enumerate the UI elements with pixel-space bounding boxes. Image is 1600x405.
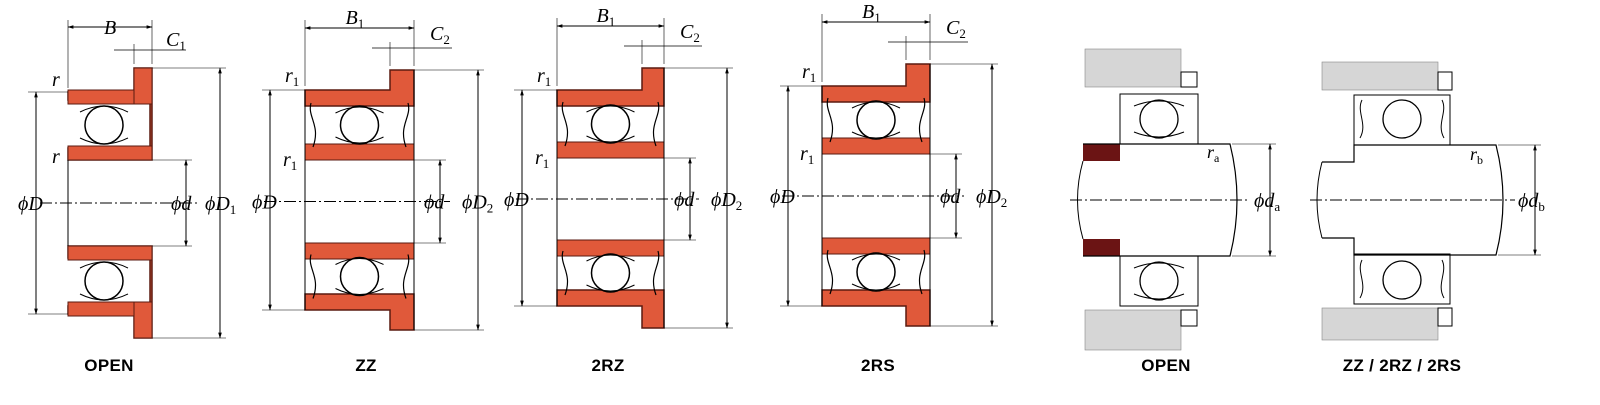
housing-bottom xyxy=(1084,309,1182,351)
label-outer: ϕD xyxy=(770,186,795,208)
label-corner-inner: r1 xyxy=(535,147,549,171)
cage-top xyxy=(335,106,384,144)
ball-top xyxy=(1139,99,1179,139)
label-corner-inner: r1 xyxy=(283,149,297,173)
housing-shoulder xyxy=(1437,71,1453,327)
shield-top xyxy=(1359,99,1445,139)
label-shaft: ϕdb xyxy=(1518,190,1545,214)
shield-bottom xyxy=(1359,259,1445,299)
spacer-top xyxy=(1083,144,1120,161)
label-flange: ϕD2 xyxy=(976,186,1007,210)
cage-bottom xyxy=(586,254,635,292)
ball-top xyxy=(590,104,631,144)
label-width: B1 xyxy=(597,5,616,29)
ball-top xyxy=(856,100,896,140)
label-chamfer: C2 xyxy=(946,17,966,41)
inner-ring-top xyxy=(304,143,415,161)
label-chamfer: C1 xyxy=(166,29,186,53)
inner-ring-top xyxy=(556,141,665,159)
outer-ring-bottom xyxy=(821,289,931,327)
diagram-open: B C1 r r ϕD ϕd ϕD1 xyxy=(18,17,236,339)
caption-mount-open: OPEN xyxy=(1141,356,1191,375)
cage-top xyxy=(79,105,129,145)
label-outer: ϕD xyxy=(18,193,43,215)
cage-top xyxy=(1133,100,1185,138)
label-corner: r xyxy=(52,69,60,91)
ball-bottom xyxy=(339,256,380,297)
label-width: B1 xyxy=(862,1,881,25)
seal-top xyxy=(826,97,926,143)
ball-bottom xyxy=(1139,261,1179,301)
cage-top xyxy=(586,105,635,143)
ball-bottom xyxy=(590,253,631,293)
caption-2rs: 2RS xyxy=(861,356,895,375)
label-bore: ϕd xyxy=(940,186,961,208)
ball-top xyxy=(84,105,124,145)
outer-ring-top xyxy=(821,63,931,103)
label-chamfer: C2 xyxy=(680,21,700,45)
label-bore: ϕd xyxy=(674,189,695,211)
cage-top xyxy=(851,101,901,139)
inner-ring-bottom xyxy=(304,242,415,260)
label-corner-inner: r xyxy=(52,146,60,168)
label-corner: r1 xyxy=(285,65,299,89)
label-shaft: ϕda xyxy=(1254,190,1280,214)
caption-2rz: 2RZ xyxy=(591,356,625,375)
label-outer: ϕD xyxy=(504,189,529,211)
seal-top xyxy=(309,102,410,148)
outer-ring-bottom xyxy=(304,293,415,331)
inner-ring-top xyxy=(821,137,931,155)
spacer-bottom xyxy=(1083,239,1120,256)
inner-ring-top-lower xyxy=(67,145,153,161)
caption-mount-zz: ZZ / 2RZ / 2RS xyxy=(1342,356,1462,375)
outer-ring-bottom xyxy=(556,289,665,329)
label-radius: ra xyxy=(1207,142,1220,165)
label-flange: ϕD2 xyxy=(462,192,493,216)
outer-ring-top xyxy=(556,67,665,107)
cage-bottom xyxy=(79,261,129,301)
label-width: B xyxy=(104,17,116,39)
label-width: B1 xyxy=(346,7,365,31)
shaft xyxy=(1322,144,1504,256)
label-radius: rb xyxy=(1470,144,1483,167)
label-corner: r1 xyxy=(537,65,551,89)
label-corner: r1 xyxy=(802,61,816,85)
seal-bottom xyxy=(561,250,660,296)
caption-open: OPEN xyxy=(84,356,134,375)
housing-top xyxy=(1084,48,1182,88)
ball-top xyxy=(1382,99,1422,139)
cage-bottom xyxy=(335,258,384,295)
seal-bottom xyxy=(826,249,926,295)
mounting-zz: rb ϕdb xyxy=(1310,61,1545,341)
cage-bottom xyxy=(851,253,901,291)
ball-top xyxy=(339,105,380,145)
ball-bottom xyxy=(856,252,896,292)
housing-top xyxy=(1321,61,1439,91)
ball-bottom xyxy=(84,261,124,301)
housing-bottom xyxy=(1321,307,1439,341)
inner-ring-bottom-upper xyxy=(67,245,153,261)
cage-bottom xyxy=(1133,262,1185,300)
label-chamfer: C2 xyxy=(430,23,450,47)
mounting-open: ra ϕda xyxy=(1070,48,1280,351)
label-bore: ϕd xyxy=(424,192,445,214)
label-flange: ϕD1 xyxy=(205,193,236,217)
ball-bottom xyxy=(1382,260,1422,300)
label-bore: ϕd xyxy=(171,193,192,215)
inner-ring-bottom xyxy=(821,237,931,255)
seal-bottom xyxy=(309,254,410,299)
seal-top xyxy=(561,101,660,147)
label-flange: ϕD2 xyxy=(711,189,742,213)
housing-shoulder xyxy=(1180,71,1198,327)
outer-ring-top xyxy=(304,69,415,107)
label-outer: ϕD xyxy=(252,192,277,214)
caption-zz: ZZ xyxy=(355,356,377,375)
label-corner-inner: r1 xyxy=(800,143,814,167)
